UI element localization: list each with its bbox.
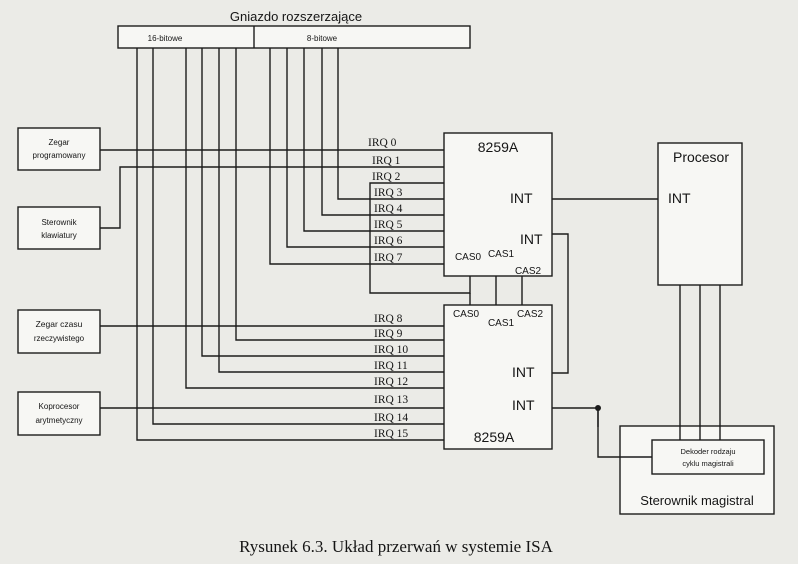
device-keyboard-controller: Sterownik klawiatury: [17, 206, 101, 250]
pic-master-cas2: CAS2: [515, 266, 542, 277]
device-rtc-line2: rzeczywistego: [34, 334, 85, 343]
irq-label: IRQ 0: [368, 137, 397, 149]
processor-name: Procesor: [673, 149, 729, 165]
pic-master-cas1: CAS1: [488, 249, 515, 260]
device-kbd-line1: Sterownik: [41, 218, 77, 227]
device-rtc: Zegar czasu rzeczywistego: [17, 309, 101, 354]
wiring: [100, 48, 721, 458]
device-fpu-line1: Koprocesor: [39, 402, 80, 411]
bus-controller-name: Sterownik magistral: [640, 493, 754, 508]
slot-8bit-label: 8-bitowe: [307, 34, 338, 43]
slot-16bit-label: 16-bitowe: [148, 34, 183, 43]
irq-label: IRQ 12: [374, 376, 408, 388]
slot-title: Gniazdo rozszerzające: [230, 9, 362, 24]
irq-label: IRQ 7: [374, 252, 403, 264]
pic-master: 8259A INT INT CAS0 CAS1 CAS2: [443, 132, 553, 277]
pic-slave-cas2: CAS2: [517, 309, 544, 320]
device-timer-line1: Zegar: [49, 138, 70, 147]
pic-master-int-b: INT: [520, 231, 543, 247]
pic-slave-name: 8259A: [474, 429, 515, 445]
irq-label: IRQ 1: [372, 155, 401, 167]
irq-label: IRQ 8: [374, 313, 403, 325]
irq-label: IRQ 6: [374, 235, 403, 247]
irq-label: IRQ 14: [374, 412, 408, 424]
junction-dot: [595, 405, 601, 411]
cycle-decoder: [651, 439, 765, 475]
pic-slave-cas0: CAS0: [453, 309, 480, 320]
irq-label: IRQ 4: [374, 203, 403, 215]
pic-master-cas0: CAS0: [455, 252, 482, 263]
device-rtc-line1: Zegar czasu: [36, 319, 83, 329]
pic-slave-int-b: INT: [512, 397, 535, 413]
device-coprocessor: Koprocesor arytmetyczny: [17, 391, 101, 436]
pic-master-int-a: INT: [510, 190, 533, 206]
pic-slave: CAS0 CAS1 CAS2 INT INT 8259A: [443, 304, 553, 450]
irq-label: IRQ 13: [374, 394, 408, 406]
decoder-line1: Dekoder rodzaju: [680, 447, 735, 456]
figure-caption: Rysunek 6.3. Układ przerwań w systemie I…: [239, 537, 553, 556]
device-kbd-line2: klawiatury: [41, 231, 77, 240]
irq-label: IRQ 15: [374, 428, 408, 440]
decoder-line2: cyklu magistrali: [682, 459, 734, 468]
device-timer: Zegar programowany: [17, 127, 101, 171]
expansion-slot: [117, 25, 471, 49]
pic-slave-int-a: INT: [512, 364, 535, 380]
irq-labels: IRQ 0 IRQ 1 IRQ 2 IRQ 3 IRQ 4 IRQ 5 IRQ …: [368, 137, 408, 440]
pic-slave-cas1: CAS1: [488, 318, 515, 329]
pic-master-name: 8259A: [478, 139, 519, 155]
bus-controller: Dekoder rodzaju cyklu magistrali Sterown…: [619, 425, 775, 515]
device-timer-line2: programowany: [33, 151, 86, 160]
irq-label: IRQ 3: [374, 187, 403, 199]
irq-label: IRQ 11: [374, 360, 408, 372]
irq-label: IRQ 2: [372, 171, 401, 183]
device-fpu-line2: arytmetyczny: [35, 416, 82, 425]
irq-label: IRQ 9: [374, 328, 403, 340]
irq-label: IRQ 5: [374, 219, 403, 231]
irq-label: IRQ 10: [374, 344, 408, 356]
processor-int: INT: [668, 190, 691, 206]
processor: Procesor INT: [657, 142, 743, 286]
